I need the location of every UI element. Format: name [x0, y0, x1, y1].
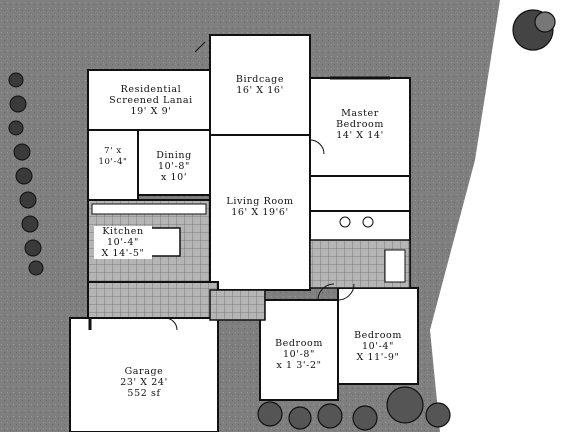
- nook-dim-1: 7' x: [104, 146, 122, 156]
- living-dim: 16' X 19'6': [231, 207, 289, 218]
- garage-dim-2: 552 sf: [127, 388, 161, 399]
- living-room: [209, 134, 311, 291]
- bedroom-3: [337, 287, 419, 385]
- kitchen-label: Kitchen 10'-4" X 14'-5": [94, 226, 152, 259]
- bedroom-3-dim-1: 10'-4": [362, 341, 394, 352]
- bedroom-2: [259, 299, 339, 401]
- lanai-label: Residential Screened Lanai 19' X 9': [96, 84, 206, 117]
- lanai-name-1: Residential: [120, 84, 182, 95]
- master-name-1: Master: [341, 108, 379, 119]
- dining-dim-2: x 10': [160, 172, 188, 183]
- dining-dim-1: 10'-8": [158, 161, 190, 172]
- bedroom-2-dim-2: x 1 3'-2": [276, 360, 322, 371]
- kitchen-name: Kitchen: [102, 226, 144, 237]
- living-label: Living Room 16' X 19'6': [214, 196, 306, 218]
- master-closet: [309, 175, 411, 212]
- kitchen-counter: [91, 203, 207, 215]
- garage-dim-1: 23' X 24': [120, 377, 168, 388]
- bedroom-2-name: Bedroom: [275, 338, 323, 349]
- master-name-2: Bedroom: [336, 119, 384, 130]
- sink: [362, 216, 374, 228]
- dining: [137, 129, 211, 196]
- shrub-top-right: [512, 9, 556, 51]
- garage-label: Garage 23' X 24' 552 sf: [100, 366, 188, 399]
- dining-name: Dining: [156, 150, 192, 161]
- bedroom-2-label: Bedroom 10'-8" x 1 3'-2": [262, 338, 336, 371]
- kitchen-island: [149, 227, 181, 257]
- bedroom-2-dim-1: 10'-8": [283, 349, 315, 360]
- shrub-column-left: [8, 72, 44, 276]
- dining-label: Dining 10'-8" x 10': [142, 150, 206, 183]
- laundry-hall: [87, 281, 219, 319]
- kitchen-dim-1: 10'-4": [107, 237, 139, 248]
- nook-label: 7' x 10'-4": [90, 146, 136, 168]
- sink: [339, 216, 351, 228]
- kitchen-dim-2: X 14'-5": [101, 248, 145, 259]
- foyer: [209, 289, 266, 321]
- nook-dim-2: 10'-4": [98, 157, 128, 167]
- bedroom-3-label: Bedroom 10'-4" X 11'-9": [340, 330, 416, 363]
- tub: [384, 249, 406, 283]
- shrub-row-bottom: [257, 386, 451, 431]
- master-label: Master Bedroom 14' X 14': [318, 108, 402, 141]
- birdcage-label: Birdcage 16' X 16': [215, 74, 305, 96]
- lanai-name-2: Screened Lanai: [109, 95, 193, 106]
- garage-name: Garage: [124, 366, 164, 377]
- garage: [69, 317, 219, 432]
- lanai-dim: 19' X 9': [130, 106, 172, 117]
- living-name: Living Room: [226, 196, 294, 207]
- birdcage-name: Birdcage: [235, 74, 285, 85]
- nook: [87, 129, 139, 201]
- master-dim: 14' X 14': [336, 130, 384, 141]
- bedroom-3-name: Bedroom: [354, 330, 402, 341]
- bedroom-3-dim-2: X 11'-9": [356, 352, 400, 363]
- birdcage-dim: 16' X 16': [236, 85, 284, 96]
